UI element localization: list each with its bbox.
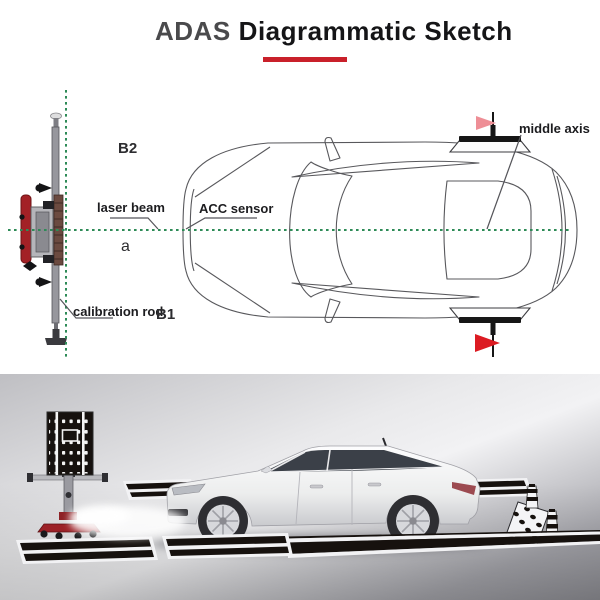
wheel-target-top — [448, 112, 532, 153]
title-text: Diagrammatic Sketch — [238, 16, 513, 46]
windshield — [289, 161, 353, 298]
rear-window — [443, 180, 532, 280]
projector-mist — [70, 506, 186, 538]
title-brand: ADAS — [155, 16, 231, 46]
alignment-mats-front-row — [16, 530, 600, 564]
scene-svg — [0, 374, 600, 600]
mirror-right — [324, 298, 341, 324]
door-handle — [309, 484, 324, 489]
front-bumper-line — [189, 188, 195, 272]
calibration-scene-photo — [0, 374, 600, 600]
leader-lines — [59, 134, 522, 319]
mat — [16, 536, 158, 564]
marker-posts — [525, 484, 559, 536]
calibration-rod-leader — [59, 298, 113, 319]
front-wheel — [198, 496, 248, 546]
door-handle — [367, 482, 382, 487]
rod-clamp-knobs — [35, 183, 52, 287]
car-top-view — [182, 136, 578, 324]
title-underline — [263, 57, 347, 62]
taillight — [452, 482, 476, 495]
hood-lines — [194, 146, 271, 314]
label-b1: B1 — [156, 306, 175, 323]
striped-post — [525, 484, 539, 509]
mat — [162, 533, 293, 559]
label-laser-beam: laser beam — [97, 200, 165, 215]
label-calibration-rod: calibration rod — [73, 304, 163, 319]
body-crease-bottom — [291, 282, 480, 300]
laser-beam-top-arrow — [70, 116, 496, 130]
adas-top-view-diagram: B2 laser beam ACC sensor a calibration r… — [8, 90, 590, 359]
acc-sensor-leader — [185, 217, 257, 230]
car-windows — [264, 450, 444, 472]
laser-beam-bottom-arrow — [60, 334, 500, 352]
label-middle-axis: middle axis — [519, 121, 590, 136]
wheel-target-bottom — [448, 307, 532, 357]
beltline-chrome — [263, 466, 445, 473]
body-crease-top — [291, 160, 480, 178]
headlight — [171, 483, 206, 496]
label-acc-sensor: ACC sensor — [199, 201, 273, 216]
antenna-fin — [382, 437, 387, 447]
target-board — [46, 411, 94, 476]
calibration-target-stand — [27, 411, 108, 540]
window-pillars — [267, 449, 331, 473]
mirror-left — [324, 136, 341, 162]
side-mirror — [260, 465, 273, 474]
label-a: a — [121, 238, 130, 255]
laser-beam-leader — [110, 217, 159, 230]
label-b2: B2 — [118, 140, 137, 157]
target-device — [19, 194, 64, 271]
door-seams — [295, 469, 353, 525]
middle-axis-leader — [486, 134, 522, 230]
car-side-view — [166, 437, 481, 547]
